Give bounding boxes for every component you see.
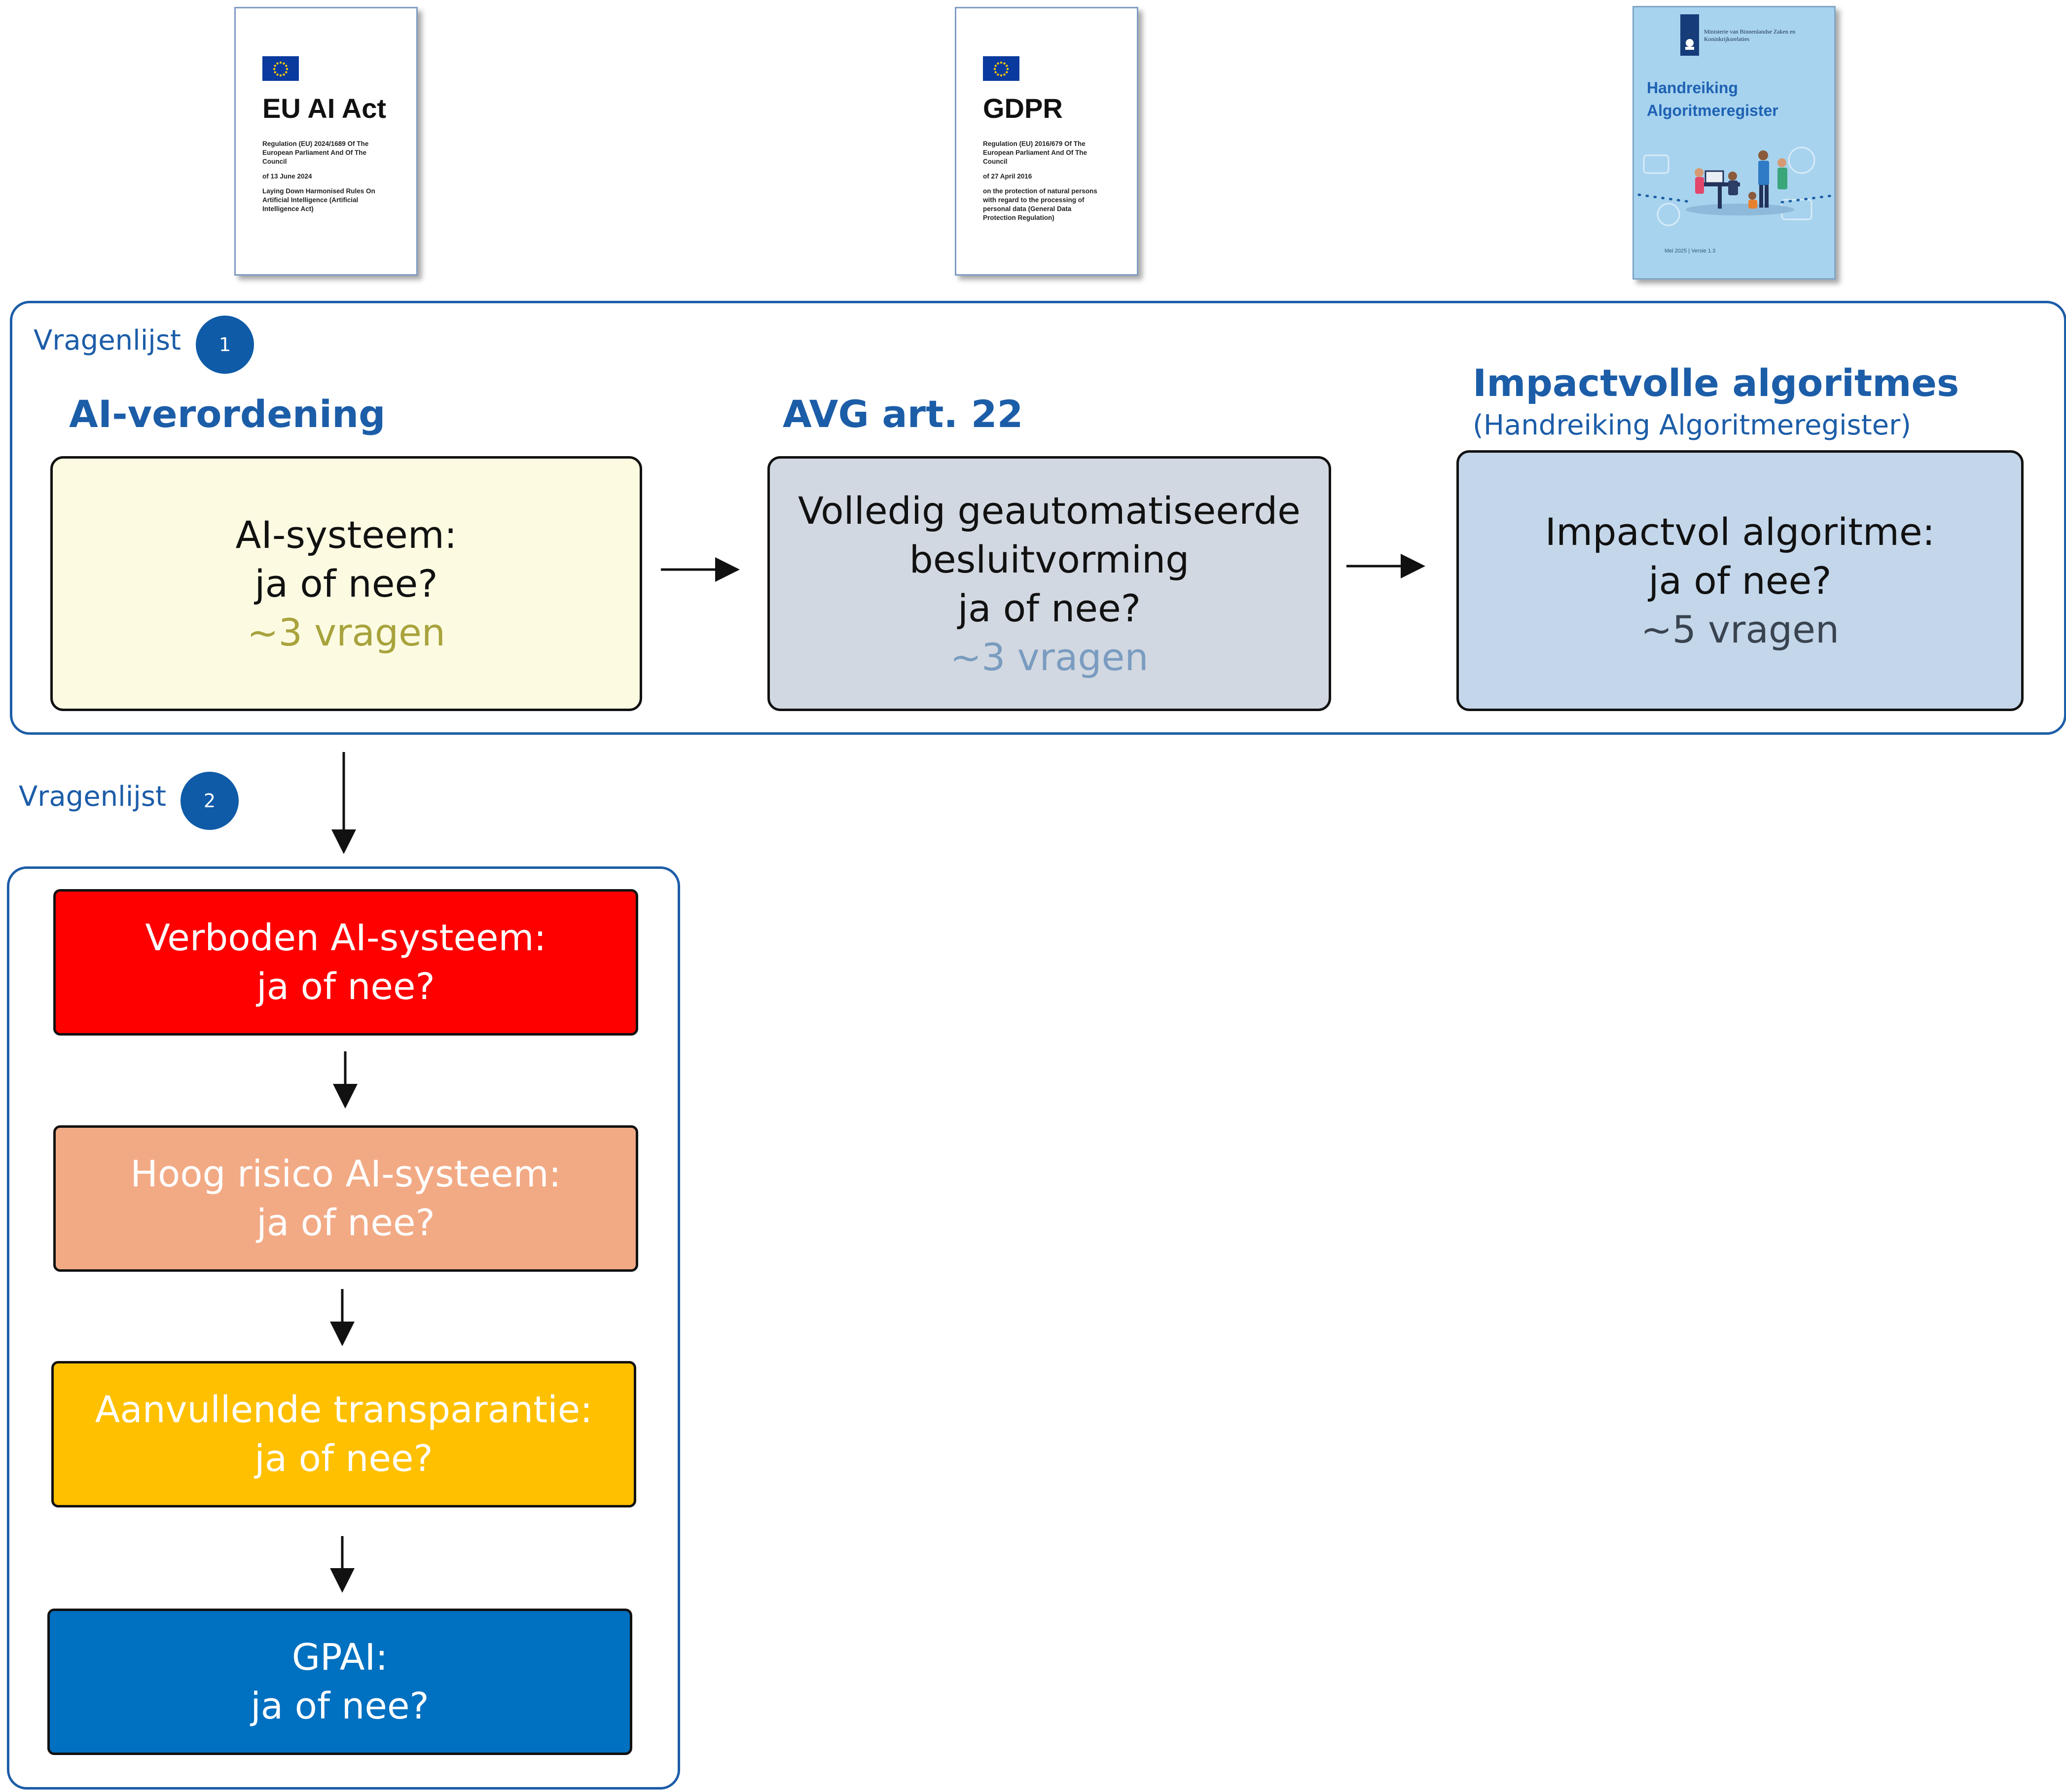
- people-illustration-icon: [1637, 146, 1833, 226]
- question-line: Aanvullende transparantie:: [95, 1388, 593, 1431]
- document-title: Handreiking Algoritmeregister: [1647, 79, 1778, 119]
- prohibited-ai-question-box: Verboden AI-systeem: ja of nee?: [53, 889, 638, 1036]
- ministry-name: Ministerie van Binnenlandse Zaken en Kon…: [1704, 28, 1796, 42]
- document-title: GDPR: [983, 93, 1063, 124]
- document-footer: Mei 2025 | Versie 1.3: [1665, 248, 1716, 254]
- eu-ai-act-document: EU AI Act Regulation (EU) 2024/1689 Of T…: [234, 7, 418, 276]
- gdpr-document: GDPR Regulation (EU) 2016/679 Of The Eur…: [955, 7, 1138, 276]
- question-line: ja of nee?: [254, 1437, 433, 1480]
- questionnaire-1-label: Vragenlijst: [34, 324, 181, 357]
- eu-flag-icon: [262, 56, 299, 81]
- transparency-question-box: Aanvullende transparantie: ja of nee?: [51, 1361, 636, 1507]
- impactvolle-algoritmes-subheading: (Handreiking Algoritmeregister): [1473, 409, 1911, 441]
- question-line: Impactvol algoritme:: [1545, 510, 1935, 554]
- question-line: Volledig geautomatiseerde: [798, 488, 1301, 533]
- ai-system-question-box: AI-systeem: ja of nee? ~3 vragen: [50, 456, 642, 711]
- question-count: ~3 vragen: [247, 610, 446, 654]
- question-line: Verboden AI-systeem:: [145, 916, 546, 959]
- eu-flag-icon: [983, 56, 1019, 81]
- question-line: ja of nee?: [254, 562, 438, 606]
- question-line: ja of nee?: [256, 965, 435, 1008]
- document-subtitle: Regulation (EU) 2016/679 Of The European…: [983, 140, 1087, 165]
- impactful-algorithm-question-box: Impactvol algoritme: ja of nee? ~5 vrage…: [1456, 450, 2024, 711]
- question-count: ~3 vragen: [950, 635, 1149, 679]
- questionnaire-2-badge: 2: [181, 772, 239, 830]
- questionnaire-1-badge: 1: [196, 316, 254, 374]
- question-count: ~5 vragen: [1640, 608, 1840, 651]
- document-date: of 13 June 2024: [262, 173, 312, 180]
- question-line: ja of nee?: [1648, 559, 1832, 603]
- document-description: on the protection of natural persons wit…: [983, 187, 1097, 221]
- document-title: EU AI Act: [262, 93, 386, 124]
- document-description: Laying Down Harmonised Rules On Artifici…: [262, 187, 375, 213]
- question-line: besluitvorming: [909, 537, 1190, 581]
- question-line: AI-systeem:: [235, 513, 457, 557]
- gpai-question-box: GPAI: ja of nee?: [47, 1609, 632, 1755]
- question-line: ja of nee?: [256, 1201, 435, 1244]
- question-line: ja of nee?: [251, 1684, 429, 1727]
- high-risk-ai-question-box: Hoog risico AI-systeem: ja of nee?: [53, 1125, 638, 1272]
- document-date: of 27 April 2016: [983, 173, 1032, 180]
- avg-art-22-heading: AVG art. 22: [783, 392, 1023, 436]
- ai-verordening-heading: AI-verordening: [69, 392, 386, 436]
- rijksoverheid-logo-icon: [1680, 14, 1699, 56]
- algoritmeregister-document: Ministerie van Binnenlandse Zaken en Kon…: [1632, 6, 1836, 280]
- question-line: GPAI:: [291, 1636, 388, 1679]
- automated-decision-question-box: Volledig geautomatiseerde besluitvorming…: [767, 456, 1331, 711]
- impactvolle-algoritmes-heading: Impactvolle algoritmes: [1473, 361, 1959, 405]
- document-subtitle: Regulation (EU) 2024/1689 Of The Europea…: [262, 140, 369, 165]
- question-line: Hoog risico AI-systeem:: [130, 1152, 561, 1195]
- questionnaire-2-label: Vragenlijst: [19, 781, 166, 813]
- question-line: ja of nee?: [957, 586, 1141, 630]
